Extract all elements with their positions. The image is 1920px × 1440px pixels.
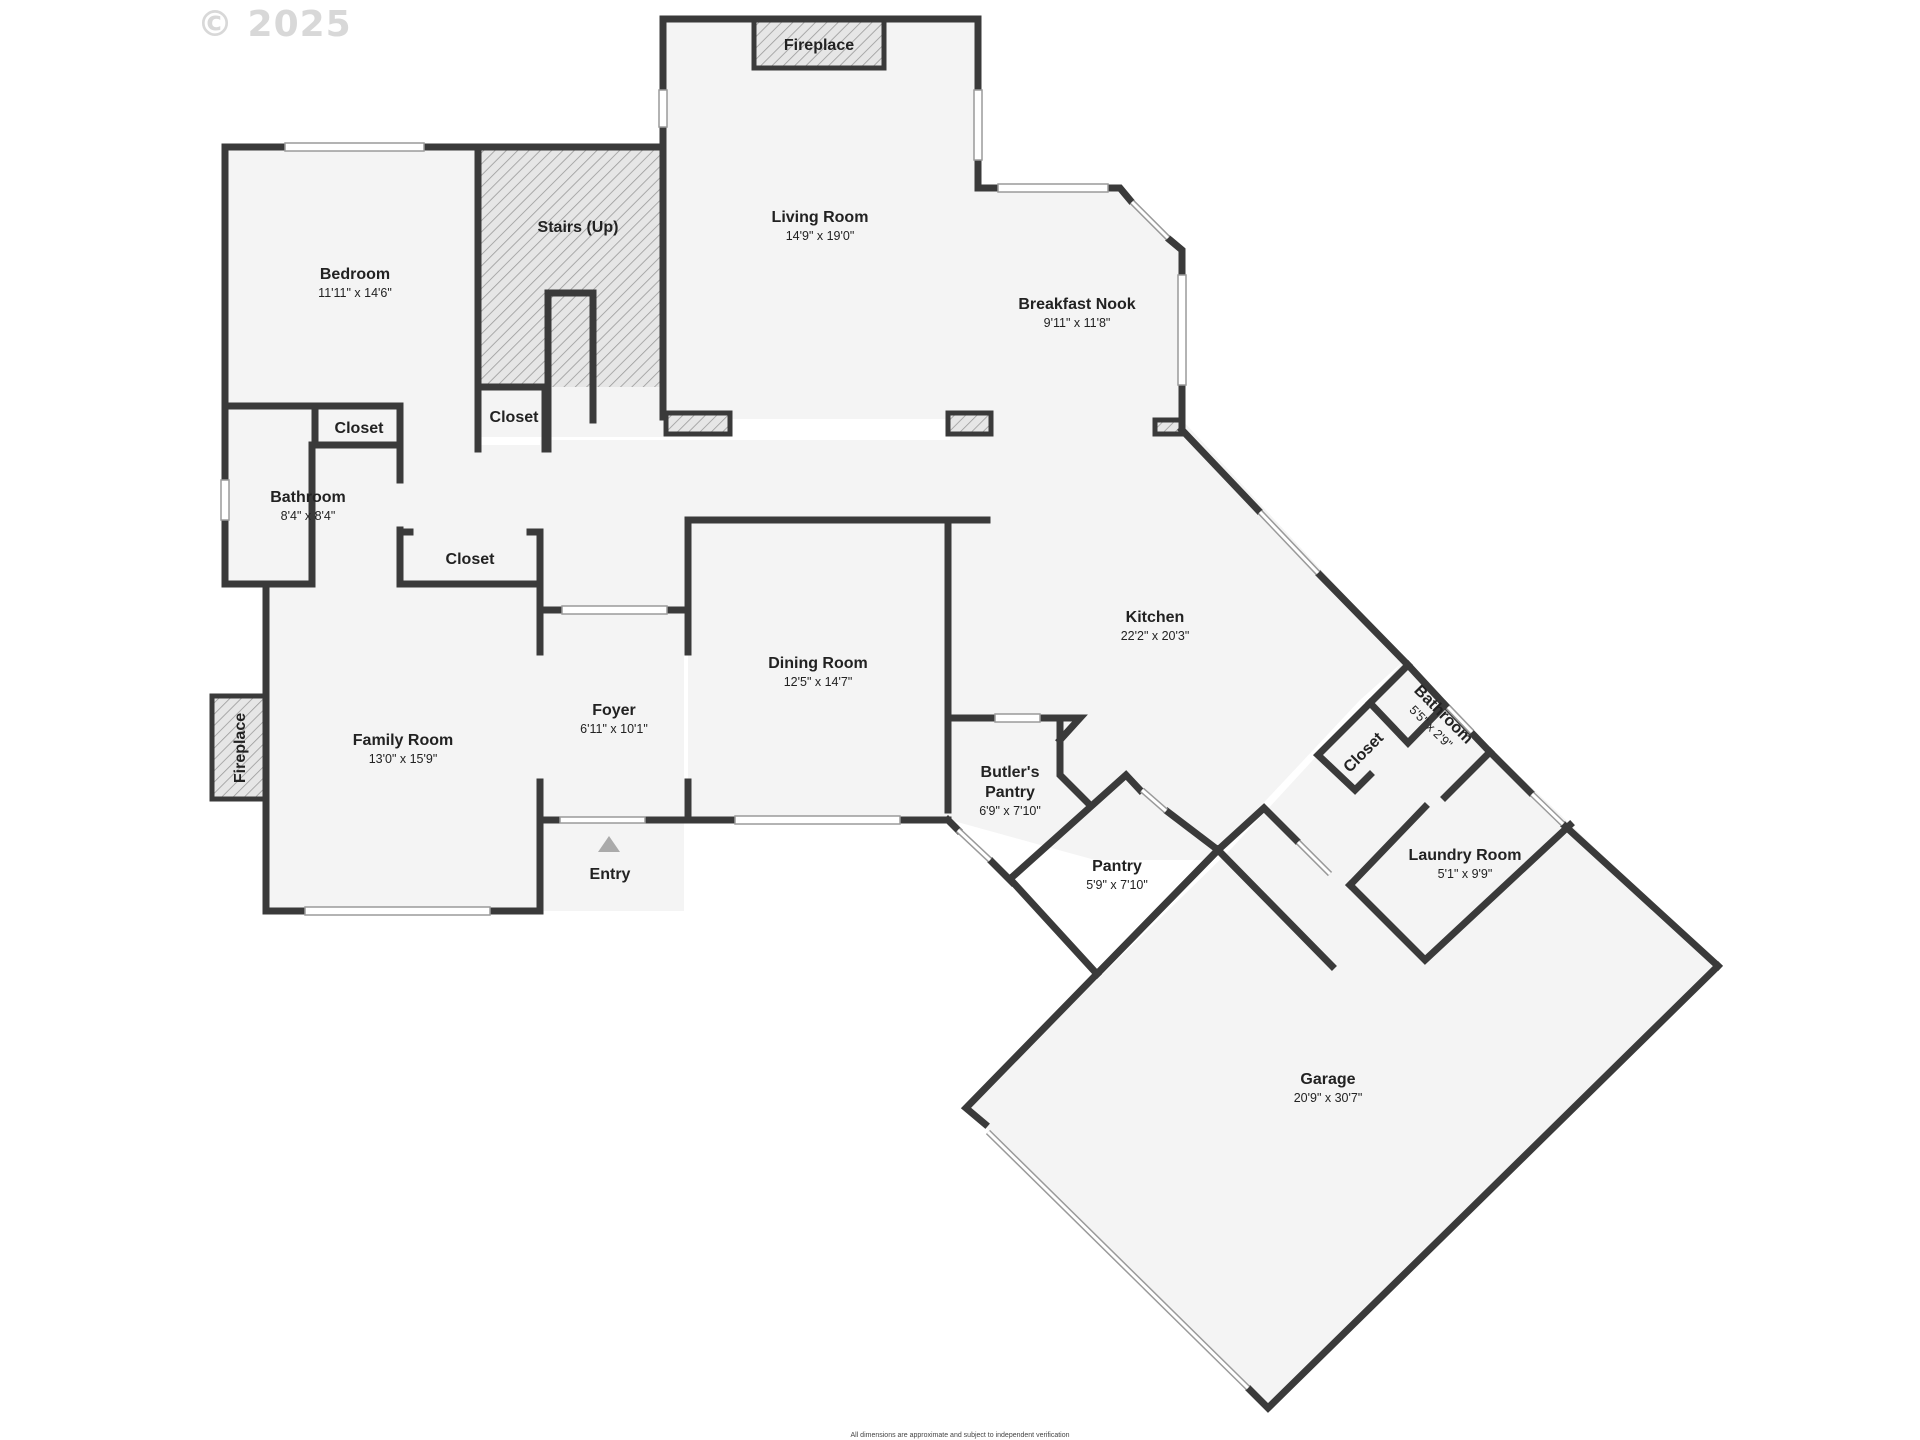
closet-bedroom-label: Closet <box>335 420 385 437</box>
hatched-areas <box>209 16 1185 802</box>
entry-arrow-icon <box>598 836 620 852</box>
family-room-label: Family Room <box>353 732 453 749</box>
bathroom-dims: 8'4" x 8'4" <box>281 509 336 523</box>
bathroom-label: Bathroom <box>270 489 346 506</box>
kitchen-label: Kitchen <box>1126 609 1185 626</box>
dining-room-label: Dining Room <box>768 655 868 672</box>
breakfast-nook-dims: 9'11" x 11'8" <box>1044 316 1111 330</box>
breakfast-nook-label: Breakfast Nook <box>1018 296 1135 313</box>
stairs-label: Stairs (Up) <box>538 219 619 236</box>
foyer-dims: 6'11" x 10'1" <box>580 722 648 736</box>
entry-label: Entry <box>590 866 631 883</box>
bedroom-dims: 11'11" x 14'6" <box>318 286 392 300</box>
family-room-dims: 13'0" x 15'9" <box>369 752 438 766</box>
copyright-watermark: © 2025 <box>197 4 352 45</box>
pantry-label: Pantry <box>1092 858 1142 875</box>
laundry-room-label: Laundry Room <box>1409 847 1522 864</box>
foyer-label: Foyer <box>592 702 636 719</box>
closet-stairs-label: Closet <box>490 409 540 426</box>
dining-room-dims: 12'5" x 14'7" <box>784 675 853 689</box>
butlers-pantry-dims: 6'9" x 7'10" <box>979 804 1041 818</box>
walls <box>221 15 1723 1413</box>
kitchen-dims: 22'2" x 20'3" <box>1121 629 1190 643</box>
butlers-pantry-label: Butler's <box>981 764 1040 781</box>
garage-dims: 20'9" x 30'7" <box>1294 1091 1363 1105</box>
window-inner <box>956 200 1565 1390</box>
disclaimer-text: All dimensions are approximate and subje… <box>850 1432 1070 1439</box>
living-room-label: Living Room <box>772 209 869 226</box>
entry-door <box>559 816 646 852</box>
bedroom-label: Bedroom <box>320 266 390 283</box>
floor-fill <box>225 19 1718 1408</box>
fireplace-living-label: Fireplace <box>784 37 854 54</box>
living-room-dims: 14'9" x 19'0" <box>786 229 855 243</box>
fireplace-family-label: Fireplace <box>232 713 249 783</box>
butlers-pantry-label-2: Pantry <box>985 784 1035 801</box>
laundry-room-dims: 5'1" x 9'9" <box>1438 867 1493 881</box>
garage-label: Garage <box>1300 1071 1355 1088</box>
windows <box>220 89 1187 916</box>
pantry-dims: 5'9" x 7'10" <box>1086 878 1148 892</box>
closet-hall-label: Closet <box>446 551 496 568</box>
room-labels: Fireplace Living Room 14'9" x 19'0" Brea… <box>232 37 1521 1105</box>
